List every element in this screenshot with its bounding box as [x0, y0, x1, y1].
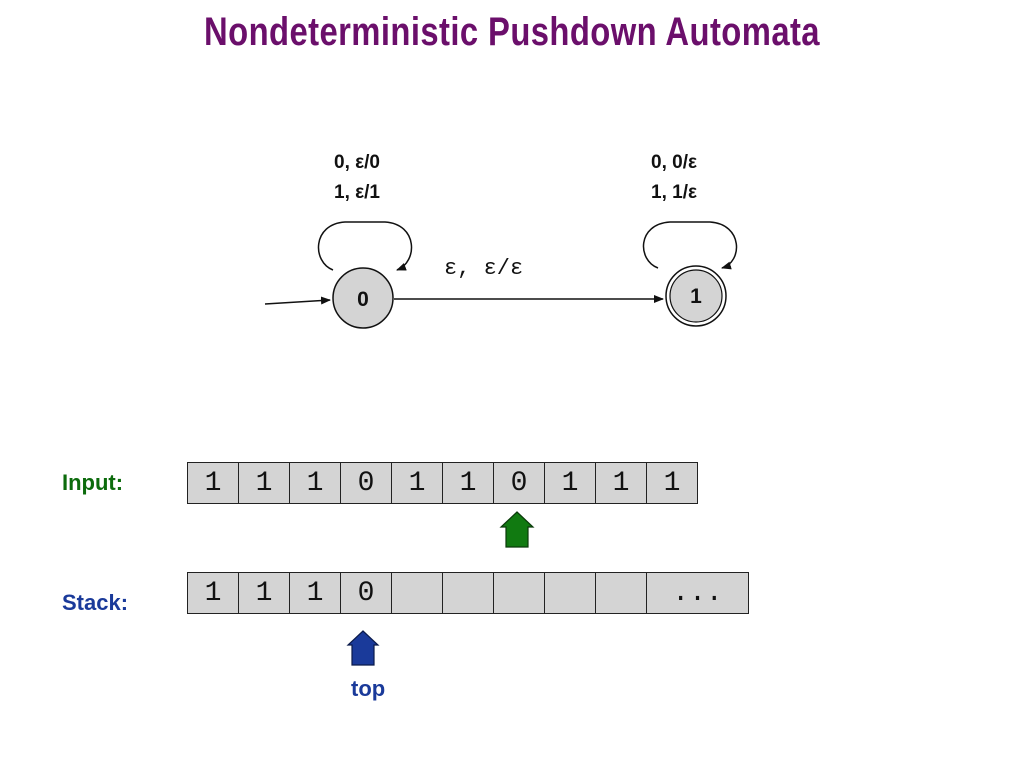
input-tape: 1 1 1 0 1 1 0 1 1 1 [187, 462, 698, 504]
stack-cell [545, 573, 596, 613]
input-cell: 1 [545, 463, 596, 503]
top-label: top [351, 676, 386, 701]
input-cell: 1 [290, 463, 341, 503]
self-loop-0 [317, 221, 413, 271]
loop-1-label-line-2: 1, 1/ε [651, 182, 697, 203]
stack-top-arrow [346, 630, 380, 666]
input-cell: 1 [663, 467, 681, 499]
self-loop-1 [642, 221, 738, 270]
loop-1-label-line-1: 0, 0/ε [651, 152, 697, 173]
stack-cell [596, 573, 647, 613]
input-cell: 0 [494, 463, 545, 503]
input-head-arrow [499, 511, 535, 548]
input-cell: 1 [443, 463, 494, 503]
loop-0-label-line-2: 1, ε/1 [334, 182, 380, 203]
input-cell: 0 [341, 463, 392, 503]
stack-cell [392, 573, 443, 613]
stack-cell: 0 [341, 573, 392, 613]
page-title: Nondeterministic Pushdown Automata [204, 10, 820, 54]
stack-tape: 1 1 1 0 ... [187, 572, 749, 614]
state-1-label: 1 [690, 285, 702, 308]
input-label: Input: [62, 470, 124, 495]
stack-cell-ellipsis: ... [672, 577, 723, 609]
transition-label: ε, ε/ε [444, 256, 524, 281]
start-arrow [264, 296, 331, 305]
stack-label: Stack: [62, 590, 129, 615]
stack-cell: 1 [290, 573, 341, 613]
state-1-inner-circle [669, 269, 723, 323]
input-cell: 1 [239, 463, 290, 503]
stack-cell [443, 573, 494, 613]
loop-0-label-line-1: 0, ε/0 [334, 152, 380, 173]
stack-cell: 1 [239, 573, 290, 613]
stack-cell: 1 [188, 573, 239, 613]
input-cell: 1 [188, 463, 239, 503]
input-cell: 1 [392, 463, 443, 503]
input-cell: 1 [596, 463, 647, 503]
state-0-label: 0 [357, 288, 369, 311]
stack-cell [494, 573, 545, 613]
state-0-circle [332, 267, 394, 329]
